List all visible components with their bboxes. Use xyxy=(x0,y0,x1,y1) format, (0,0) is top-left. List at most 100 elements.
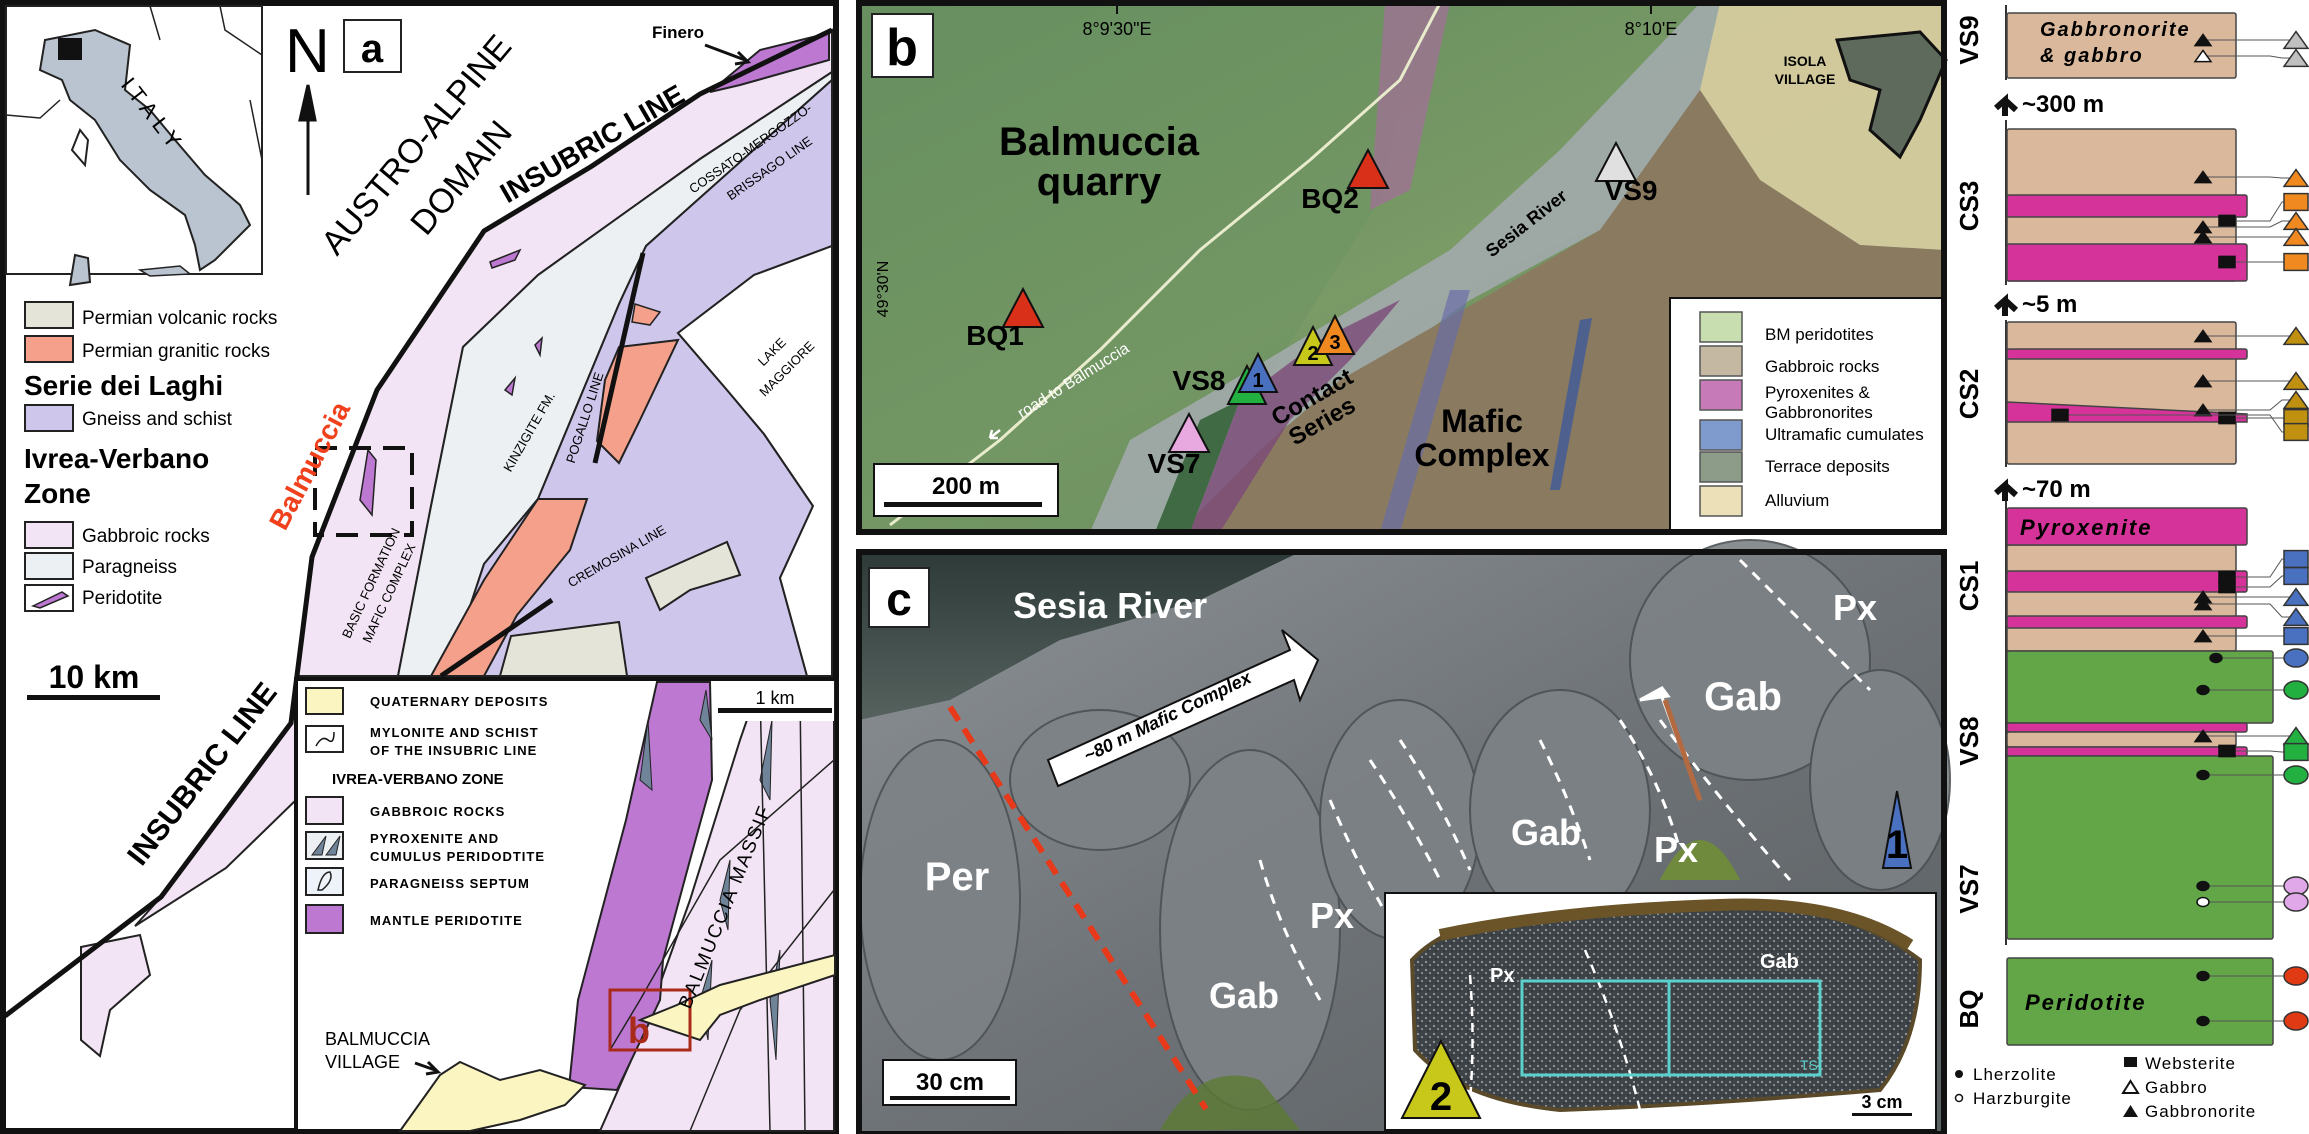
study-area-marker xyxy=(58,38,82,60)
mantle-peridotite-body xyxy=(567,681,714,1092)
lithology-label-gab: Gab xyxy=(1511,812,1581,853)
sample-marker xyxy=(2196,684,2210,696)
bed-pyroxenite xyxy=(2006,507,2248,546)
thin-section-label: TS xyxy=(1800,1057,1818,1073)
gap-arrow-icon xyxy=(1994,478,2019,501)
unit-label-cs2: CS2 xyxy=(1954,369,1984,420)
scale-1km-label: 1 km xyxy=(755,688,794,708)
legend-label-line2: Gabbronorites xyxy=(1765,403,1873,422)
site-marker-BQ1 xyxy=(1001,286,1045,328)
finero-arrow-icon xyxy=(704,43,752,66)
bed-gabbro xyxy=(2006,321,2237,465)
legend-swatch xyxy=(1699,311,1743,343)
unit-label-vs8: VS8 xyxy=(1954,716,1984,765)
bed-pyroxenite xyxy=(2006,348,2248,360)
legend-label: Gabbroic rocks xyxy=(1765,357,1879,376)
sample-marker xyxy=(2196,970,2210,982)
grass-tuft xyxy=(1660,840,1740,880)
pyroxenite-label: Pyroxenite xyxy=(2020,515,2153,540)
lake-maggiore-area xyxy=(676,244,833,677)
panel-b: b 8°9'30"E 8°10'E 49°30'N Balmuccia quar… xyxy=(856,0,1948,535)
site-label-3: 3 xyxy=(1329,332,1340,354)
legend-volcanic: Permian volcanic rocks xyxy=(82,308,277,329)
balmuccia-peridotite xyxy=(359,448,377,517)
ultramafic-cumulate-band xyxy=(1380,290,1470,532)
site-marker-BQ2 xyxy=(1346,147,1390,189)
sample-connector xyxy=(2203,220,2296,228)
scale-bar xyxy=(27,695,160,700)
inset-gab-label: Gab xyxy=(1760,951,1799,973)
north-arrow-icon xyxy=(298,84,317,195)
legend-swatch xyxy=(1699,451,1743,483)
site-marker-VS7 xyxy=(1167,411,1211,453)
latitude-label: 49°30'N xyxy=(875,261,892,318)
sample-marker xyxy=(2218,744,2236,758)
scale-10km-label: 10 km xyxy=(49,659,140,695)
peridotite-label: Peridotite xyxy=(2025,990,2146,1015)
bed-peridotite xyxy=(2006,755,2274,940)
bed-pyroxenite xyxy=(2006,194,2248,218)
sample-symbol-vs9 xyxy=(2282,48,2309,68)
bed-pyroxenite xyxy=(2006,722,2248,733)
sample-marker xyxy=(2218,580,2236,594)
legend-label: Ultramafic cumulates xyxy=(1765,425,1924,444)
sardinia-shape xyxy=(68,253,92,287)
sicily-shape xyxy=(137,265,193,277)
sample-connector xyxy=(2203,399,2296,411)
panel-b-label-box xyxy=(871,13,934,78)
sample-connector xyxy=(2203,176,2296,179)
inset-px-label: Px xyxy=(1490,965,1514,987)
sample-marker xyxy=(2193,170,2213,184)
granitic-rocks-area xyxy=(631,303,662,326)
legend-gneiss: Gneiss and schist xyxy=(82,409,233,430)
scale-box xyxy=(873,463,1059,517)
scale-30cm-label: 30 cm xyxy=(916,1069,984,1096)
lithology-label-px: Px xyxy=(1833,587,1877,628)
legend-serie-heading: Serie dei Laghi xyxy=(24,370,223,401)
legend-gabbroic: Gabbroic rocks xyxy=(82,526,210,547)
sample-symbol-cs3 xyxy=(2282,227,2309,247)
sample-marker xyxy=(2193,230,2213,244)
legend-swatch xyxy=(1699,379,1743,411)
sample-marker xyxy=(2193,597,2213,611)
direction-arrow-icon xyxy=(1046,629,1320,788)
legend-swatch xyxy=(1699,345,1743,377)
sample-marker xyxy=(2218,214,2236,228)
contact-series-area xyxy=(1190,300,1400,532)
longitude-label-1: 8°9'30"E xyxy=(1082,19,1151,39)
isola-village-area xyxy=(1834,30,1948,160)
legend-swatch xyxy=(1699,419,1743,451)
legend-harzburgite: Harzburgite xyxy=(1973,1089,2072,1108)
unit-label-vs9: VS9 xyxy=(1954,15,1984,64)
site-1-label: 1 xyxy=(1886,823,1908,867)
legend-ivrea-verbano-heading: IVREA-VERBANO ZONE xyxy=(332,771,504,788)
legend-pyroxenite: PYROXENITE AND xyxy=(370,831,499,846)
longitude-label-2: 8°10'E xyxy=(1625,19,1678,39)
gap-label: ~300 m xyxy=(2022,91,2104,118)
balmuccia-quarry-label: Balmuccia xyxy=(999,120,1200,164)
legend-label: Alluvium xyxy=(1765,491,1829,510)
lithology-label-gab: Gab xyxy=(1704,675,1782,719)
sample-marker xyxy=(2193,33,2213,47)
study-area-dashed-box xyxy=(313,446,414,537)
sample-symbol-cs2 xyxy=(2283,422,2309,442)
sample-symbol-cs1 xyxy=(2283,549,2309,569)
balmuccia-detail-map: b BALMUCCIA MASSIF 1 km BALMUCCIA VILLAG… xyxy=(294,677,836,1133)
gap-arrow-icon xyxy=(1994,293,2019,316)
sample-symbol-vs7 xyxy=(2283,892,2309,912)
site-marker-VS9 xyxy=(1594,140,1638,182)
site-2-marker xyxy=(1400,1038,1482,1119)
ultramafic-cumulate-band xyxy=(1550,318,1592,490)
contact-dashed-line xyxy=(947,705,1209,1111)
unit-label-cs3: CS3 xyxy=(1954,181,1984,232)
sample-symbol-bq xyxy=(2283,1011,2309,1031)
road-line xyxy=(889,2,1442,527)
sample-marker xyxy=(2196,1015,2210,1027)
granitic-rocks-area xyxy=(429,498,589,677)
finero-label: Finero xyxy=(652,23,704,42)
legend-mylonite: MYLONITE AND SCHIST xyxy=(370,725,539,740)
site-label-VS7: VS7 xyxy=(1148,448,1201,479)
